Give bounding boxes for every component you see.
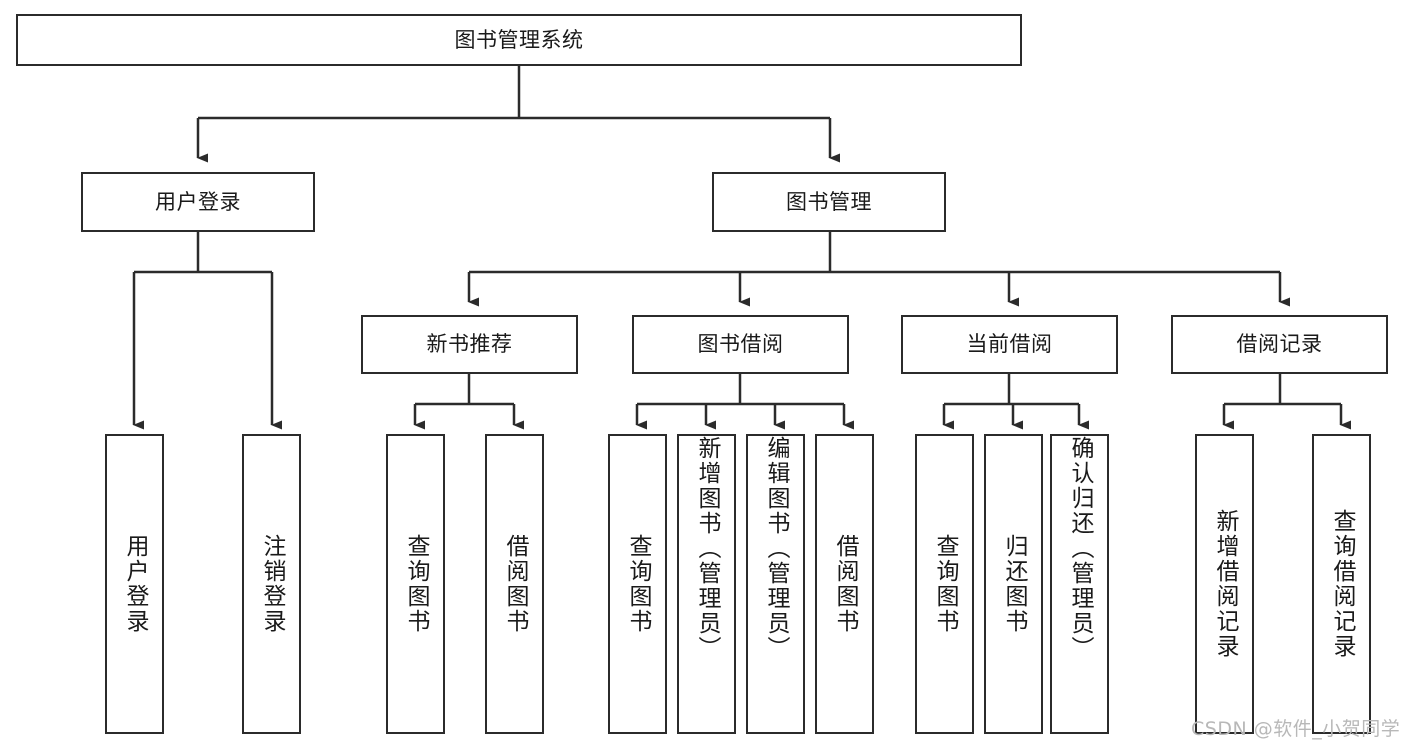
leaf-new-book-query[interactable]: 查询图书 xyxy=(386,434,445,734)
leaf-record-query-label: 查询借阅记录 xyxy=(1329,509,1355,659)
node-new-book-recommend-label: 新书推荐 xyxy=(426,332,513,357)
node-root-label: 图书管理系统 xyxy=(454,27,584,52)
leaf-borrow-add-book[interactable]: 新增图书（管理员） xyxy=(677,434,736,734)
leaf-borrow-borrow-book[interactable]: 借阅图书 xyxy=(815,434,874,734)
leaf-borrow-edit-book[interactable]: 编辑图书（管理员） xyxy=(746,434,805,734)
leaf-user-login-signin[interactable]: 用户登录 xyxy=(105,434,164,734)
node-borrow-record[interactable]: 借阅记录 xyxy=(1171,315,1388,374)
leaf-current-query-book-label: 查询图书 xyxy=(932,534,958,634)
node-book-management[interactable]: 图书管理 xyxy=(712,172,946,232)
leaf-current-confirm-return-label: 确认归还（管理员） xyxy=(1067,436,1093,661)
leaf-current-return-book[interactable]: 归还图书 xyxy=(984,434,1043,734)
leaf-user-login-signout[interactable]: 注销登录 xyxy=(242,434,301,734)
leaf-record-add-label: 新增借阅记录 xyxy=(1212,509,1238,659)
leaf-borrow-borrow-book-label: 借阅图书 xyxy=(832,534,858,634)
leaf-current-query-book[interactable]: 查询图书 xyxy=(915,434,974,734)
node-borrow-record-label: 借阅记录 xyxy=(1236,332,1323,357)
node-book-management-label: 图书管理 xyxy=(786,189,872,214)
leaf-record-add[interactable]: 新增借阅记录 xyxy=(1195,434,1254,734)
leaf-borrow-edit-book-label: 编辑图书（管理员） xyxy=(763,436,789,661)
node-book-borrow[interactable]: 图书借阅 xyxy=(632,315,849,374)
node-current-borrow-label: 当前借阅 xyxy=(966,332,1053,357)
leaf-current-return-book-label: 归还图书 xyxy=(1001,534,1027,634)
leaf-new-book-query-label: 查询图书 xyxy=(403,534,429,634)
leaf-new-book-borrow-label: 借阅图书 xyxy=(502,534,528,634)
node-root[interactable]: 图书管理系统 xyxy=(16,14,1022,66)
leaf-borrow-query-book[interactable]: 查询图书 xyxy=(608,434,667,734)
leaf-current-confirm-return[interactable]: 确认归还（管理员） xyxy=(1050,434,1109,734)
node-user-login[interactable]: 用户登录 xyxy=(81,172,315,232)
node-current-borrow[interactable]: 当前借阅 xyxy=(901,315,1118,374)
leaf-user-login-signout-label: 注销登录 xyxy=(259,534,285,634)
leaf-new-book-borrow[interactable]: 借阅图书 xyxy=(485,434,544,734)
leaf-borrow-query-book-label: 查询图书 xyxy=(625,534,651,634)
node-book-borrow-label: 图书借阅 xyxy=(697,332,784,357)
node-user-login-label: 用户登录 xyxy=(155,189,241,214)
leaf-borrow-add-book-label: 新增图书（管理员） xyxy=(694,436,720,661)
node-new-book-recommend[interactable]: 新书推荐 xyxy=(361,315,578,374)
leaf-user-login-signin-label: 用户登录 xyxy=(122,534,148,634)
leaf-record-query[interactable]: 查询借阅记录 xyxy=(1312,434,1371,734)
